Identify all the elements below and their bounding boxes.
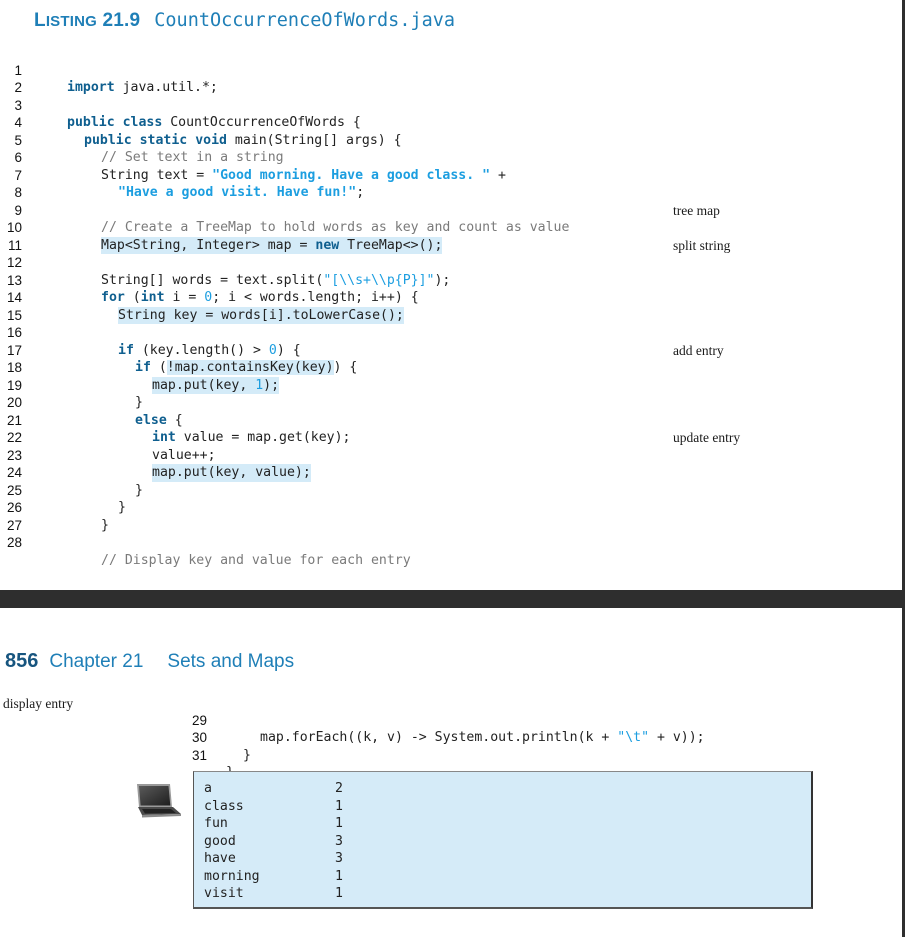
line-number: 19: [6, 377, 22, 393]
line-number: 22: [6, 430, 22, 445]
code-line: 28 // Display key and value for each ent…: [0, 517, 660, 568]
code-line: 30 }: [192, 730, 251, 763]
listing-title: LISTING 21.9 CountOccurrenceOfWords.java: [34, 10, 455, 36]
code-comment: // Display key and value for each entry: [101, 552, 411, 568]
listing-filename: CountOccurrenceOfWords.java: [154, 10, 456, 31]
code-line: 8: [0, 167, 660, 200]
code-line: 16 if (key.length() > 0) {: [0, 307, 660, 358]
code-line: 26 }: [0, 482, 660, 533]
chapter-label: Chapter 21: [49, 651, 144, 672]
viewer-edge: [902, 0, 905, 937]
code-comment: // Create a TreeMap to hold words as key…: [101, 220, 570, 235]
line-number: 27: [6, 517, 22, 533]
code-line: 23 map.put(key, value);: [0, 429, 660, 482]
line-number: 17: [6, 342, 22, 358]
line-number: 5: [14, 132, 22, 148]
line-number: 2: [14, 80, 22, 95]
highlighted-code: map.put(key, value);: [152, 464, 311, 482]
page-separator: [0, 590, 905, 608]
code-line: 12 String[] words = text.split("[\\s+\\p…: [0, 237, 660, 288]
code-line: 3 public class CountOccurrenceOfWords {: [0, 79, 660, 131]
margin-note-add-entry: add entry: [673, 343, 724, 358]
line-number: 15: [6, 307, 22, 323]
page-855-bottom: LISTING 21.9 CountOccurrenceOfWords.java…: [0, 10, 741, 568]
line-number: 16: [6, 325, 22, 340]
code-line: 5 // Set text in a string: [0, 114, 660, 166]
margin-note-split-string: split string: [673, 238, 731, 253]
code-listing: 1 import java.util.*; 2 3 public class C…: [0, 44, 660, 568]
line-number: 25: [6, 482, 22, 498]
listing-label: LISTING 21.9: [34, 10, 141, 31]
margin-note-tree-map: tree map: [673, 203, 720, 218]
line-number: 20: [6, 395, 22, 410]
line-number: 8: [14, 185, 22, 200]
code-line: 1 import java.util.*;: [0, 44, 660, 96]
highlighted-code: Map<String, Integer> map = new TreeMap<>…: [101, 236, 443, 254]
code-line: 18 map.put(key, 1);: [0, 342, 660, 394]
line-number: 21: [6, 412, 22, 428]
line-number: 11: [7, 237, 22, 253]
code-line: 21 int value = map.get(key);: [0, 394, 660, 446]
line-number: 10: [6, 220, 22, 235]
code-comment: // Set text in a string: [101, 150, 284, 165]
line-number: 26: [6, 500, 22, 515]
code-line: 22 value++;: [0, 412, 660, 463]
line-number: 18: [6, 360, 22, 375]
code-line: 13 for (int i = 0; i < words.length; i++…: [0, 254, 660, 306]
line-number: 9: [14, 202, 22, 218]
code-line: 29 map.forEach((k, v) -> System.out.prin…: [192, 712, 705, 746]
code-line: 15: [0, 289, 660, 323]
line-number: 23: [6, 447, 22, 463]
code-line: 11: [0, 219, 660, 253]
line-number: 28: [6, 535, 22, 550]
highlighted-code: map.put(key, 1);: [152, 376, 280, 394]
line-number: 13: [6, 272, 22, 288]
highlighted-code: !map.containsKey(key): [166, 360, 334, 375]
line-number: 6: [14, 150, 22, 165]
line-number: 31: [192, 747, 208, 763]
laptop-icon: [130, 782, 182, 820]
code-line: 17 if (!map.containsKey(key)) {: [0, 324, 660, 375]
code-line: 10 Map<String, Integer> map = new TreeMa…: [0, 202, 660, 254]
line-number: 24: [6, 465, 22, 480]
code-line: 2: [0, 62, 660, 95]
page-number: 856: [5, 650, 39, 672]
chapter-header: 856 Chapter 21 Sets and Maps: [5, 650, 294, 673]
code-line: 20 else {: [0, 377, 660, 428]
code-line: 14 String key = words[i].toLowerCase();: [0, 272, 660, 324]
line-number: 14: [6, 290, 22, 305]
code-line: 4 public static void main(String[] args)…: [0, 97, 660, 148]
line-number: 30: [192, 730, 208, 745]
line-number: 12: [6, 255, 22, 270]
code-line: 9 // Create a TreeMap to hold words as k…: [0, 184, 660, 236]
code-line: 31 }: [0, 729, 800, 781]
code-line: 24 }: [0, 447, 660, 498]
code-line: 27: [0, 499, 660, 533]
chapter-title: Sets and Maps: [167, 651, 295, 672]
code-line: 25 }: [0, 464, 660, 516]
line-number: 4: [14, 115, 22, 130]
line-number: 29: [192, 712, 208, 728]
code-line: 19 }: [0, 359, 660, 411]
line-number: 1: [14, 62, 22, 78]
code-listing-continued: 29 map.forEach((k, v) -> System.out.prin…: [0, 694, 800, 781]
code-line: 7 "Have a good visit. Have fun!";: [0, 149, 660, 201]
margin-note-display-entry: display entry: [3, 696, 74, 711]
code-line: 6 String text = "Good morning. Have a go…: [0, 132, 660, 183]
line-number: 3: [14, 97, 22, 113]
margin-note-update-entry: update entry: [673, 430, 741, 445]
highlighted-code: String key = words[i].toLowerCase();: [118, 306, 404, 324]
line-number: 7: [14, 167, 22, 183]
